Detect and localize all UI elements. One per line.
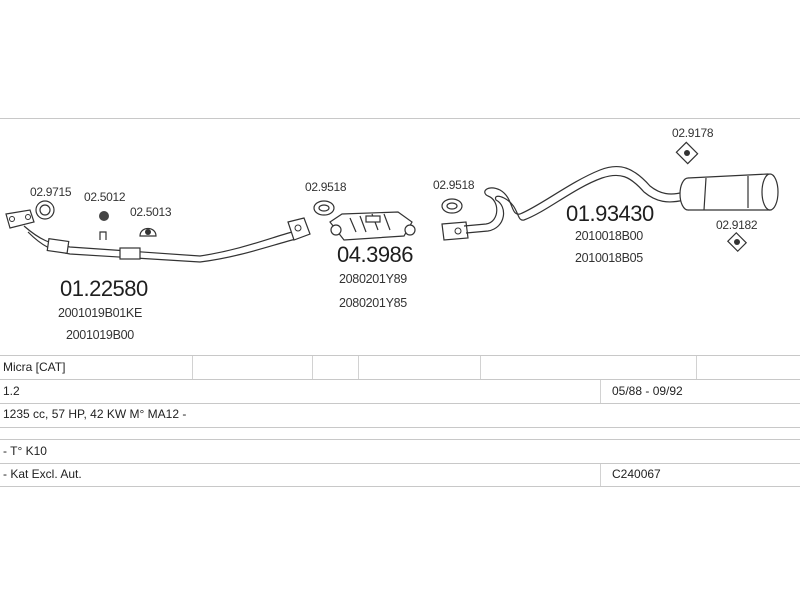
table-column-divider [358, 356, 359, 379]
silencer-icon [679, 173, 779, 211]
fitting-label: 02.9182 [716, 218, 758, 232]
part-ref: 2001019B01KE [58, 306, 142, 320]
spec-cell: 1235 cc, 57 HP, 42 KW M° MA12 - [3, 407, 187, 421]
part-code: 04.3986 [337, 242, 414, 267]
clamp-icon [99, 211, 109, 221]
fitting-label: 02.9715 [30, 185, 72, 199]
table-row-divider [0, 379, 800, 380]
part-ref: 2001019B00 [66, 328, 134, 342]
part-ref: 2010018B05 [575, 251, 643, 265]
rear-pipe-icon [463, 165, 685, 234]
part-code: 01.22580 [60, 276, 148, 301]
fitting-label: 02.9178 [672, 126, 714, 140]
type-cell: - T° K10 [3, 444, 47, 458]
table-column-divider [600, 380, 601, 403]
part-ref: 2010018B00 [575, 229, 643, 243]
table-column-divider [192, 356, 193, 379]
front-pipe-icon [23, 217, 311, 263]
top-divider [0, 118, 800, 119]
table-row-divider [0, 403, 800, 404]
years-cell: 05/88 - 09/92 [612, 384, 683, 398]
part-ref: 2080201Y85 [339, 296, 407, 310]
hanger-icon [675, 141, 699, 165]
gasket-icon [35, 200, 55, 220]
table-row-divider [0, 427, 800, 428]
fitting-label: 02.9518 [433, 178, 475, 192]
front-flange-icon [5, 209, 35, 229]
table-row-divider [0, 486, 800, 487]
exhaust-diagram [5, 141, 779, 263]
table-column-divider [312, 356, 313, 379]
model-cell: Micra [CAT] [3, 360, 66, 374]
part-ref: 2080201Y89 [339, 272, 407, 286]
engine-cell: 1.2 [3, 384, 20, 398]
table-column-divider [696, 356, 697, 379]
table-column-divider [480, 356, 481, 379]
table-column-divider [600, 464, 601, 486]
gasket-icon [441, 198, 463, 214]
table-row-divider [0, 355, 800, 356]
fitting-label: 02.5013 [130, 205, 172, 219]
table-row-divider [0, 439, 800, 440]
hanger-icon [726, 231, 748, 253]
table-row-divider [0, 463, 800, 464]
catalyst-icon [329, 211, 416, 241]
note-cell: - Kat Excl. Aut. [3, 467, 82, 481]
mount-icon [139, 227, 157, 237]
gasket-icon [313, 200, 335, 216]
fitting-label: 02.5012 [84, 190, 126, 204]
reference-cell: C240067 [612, 467, 661, 481]
mid-flange-icon [441, 221, 469, 241]
fitting-label: 02.9518 [305, 180, 347, 194]
part-code: 01.93430 [566, 201, 654, 226]
